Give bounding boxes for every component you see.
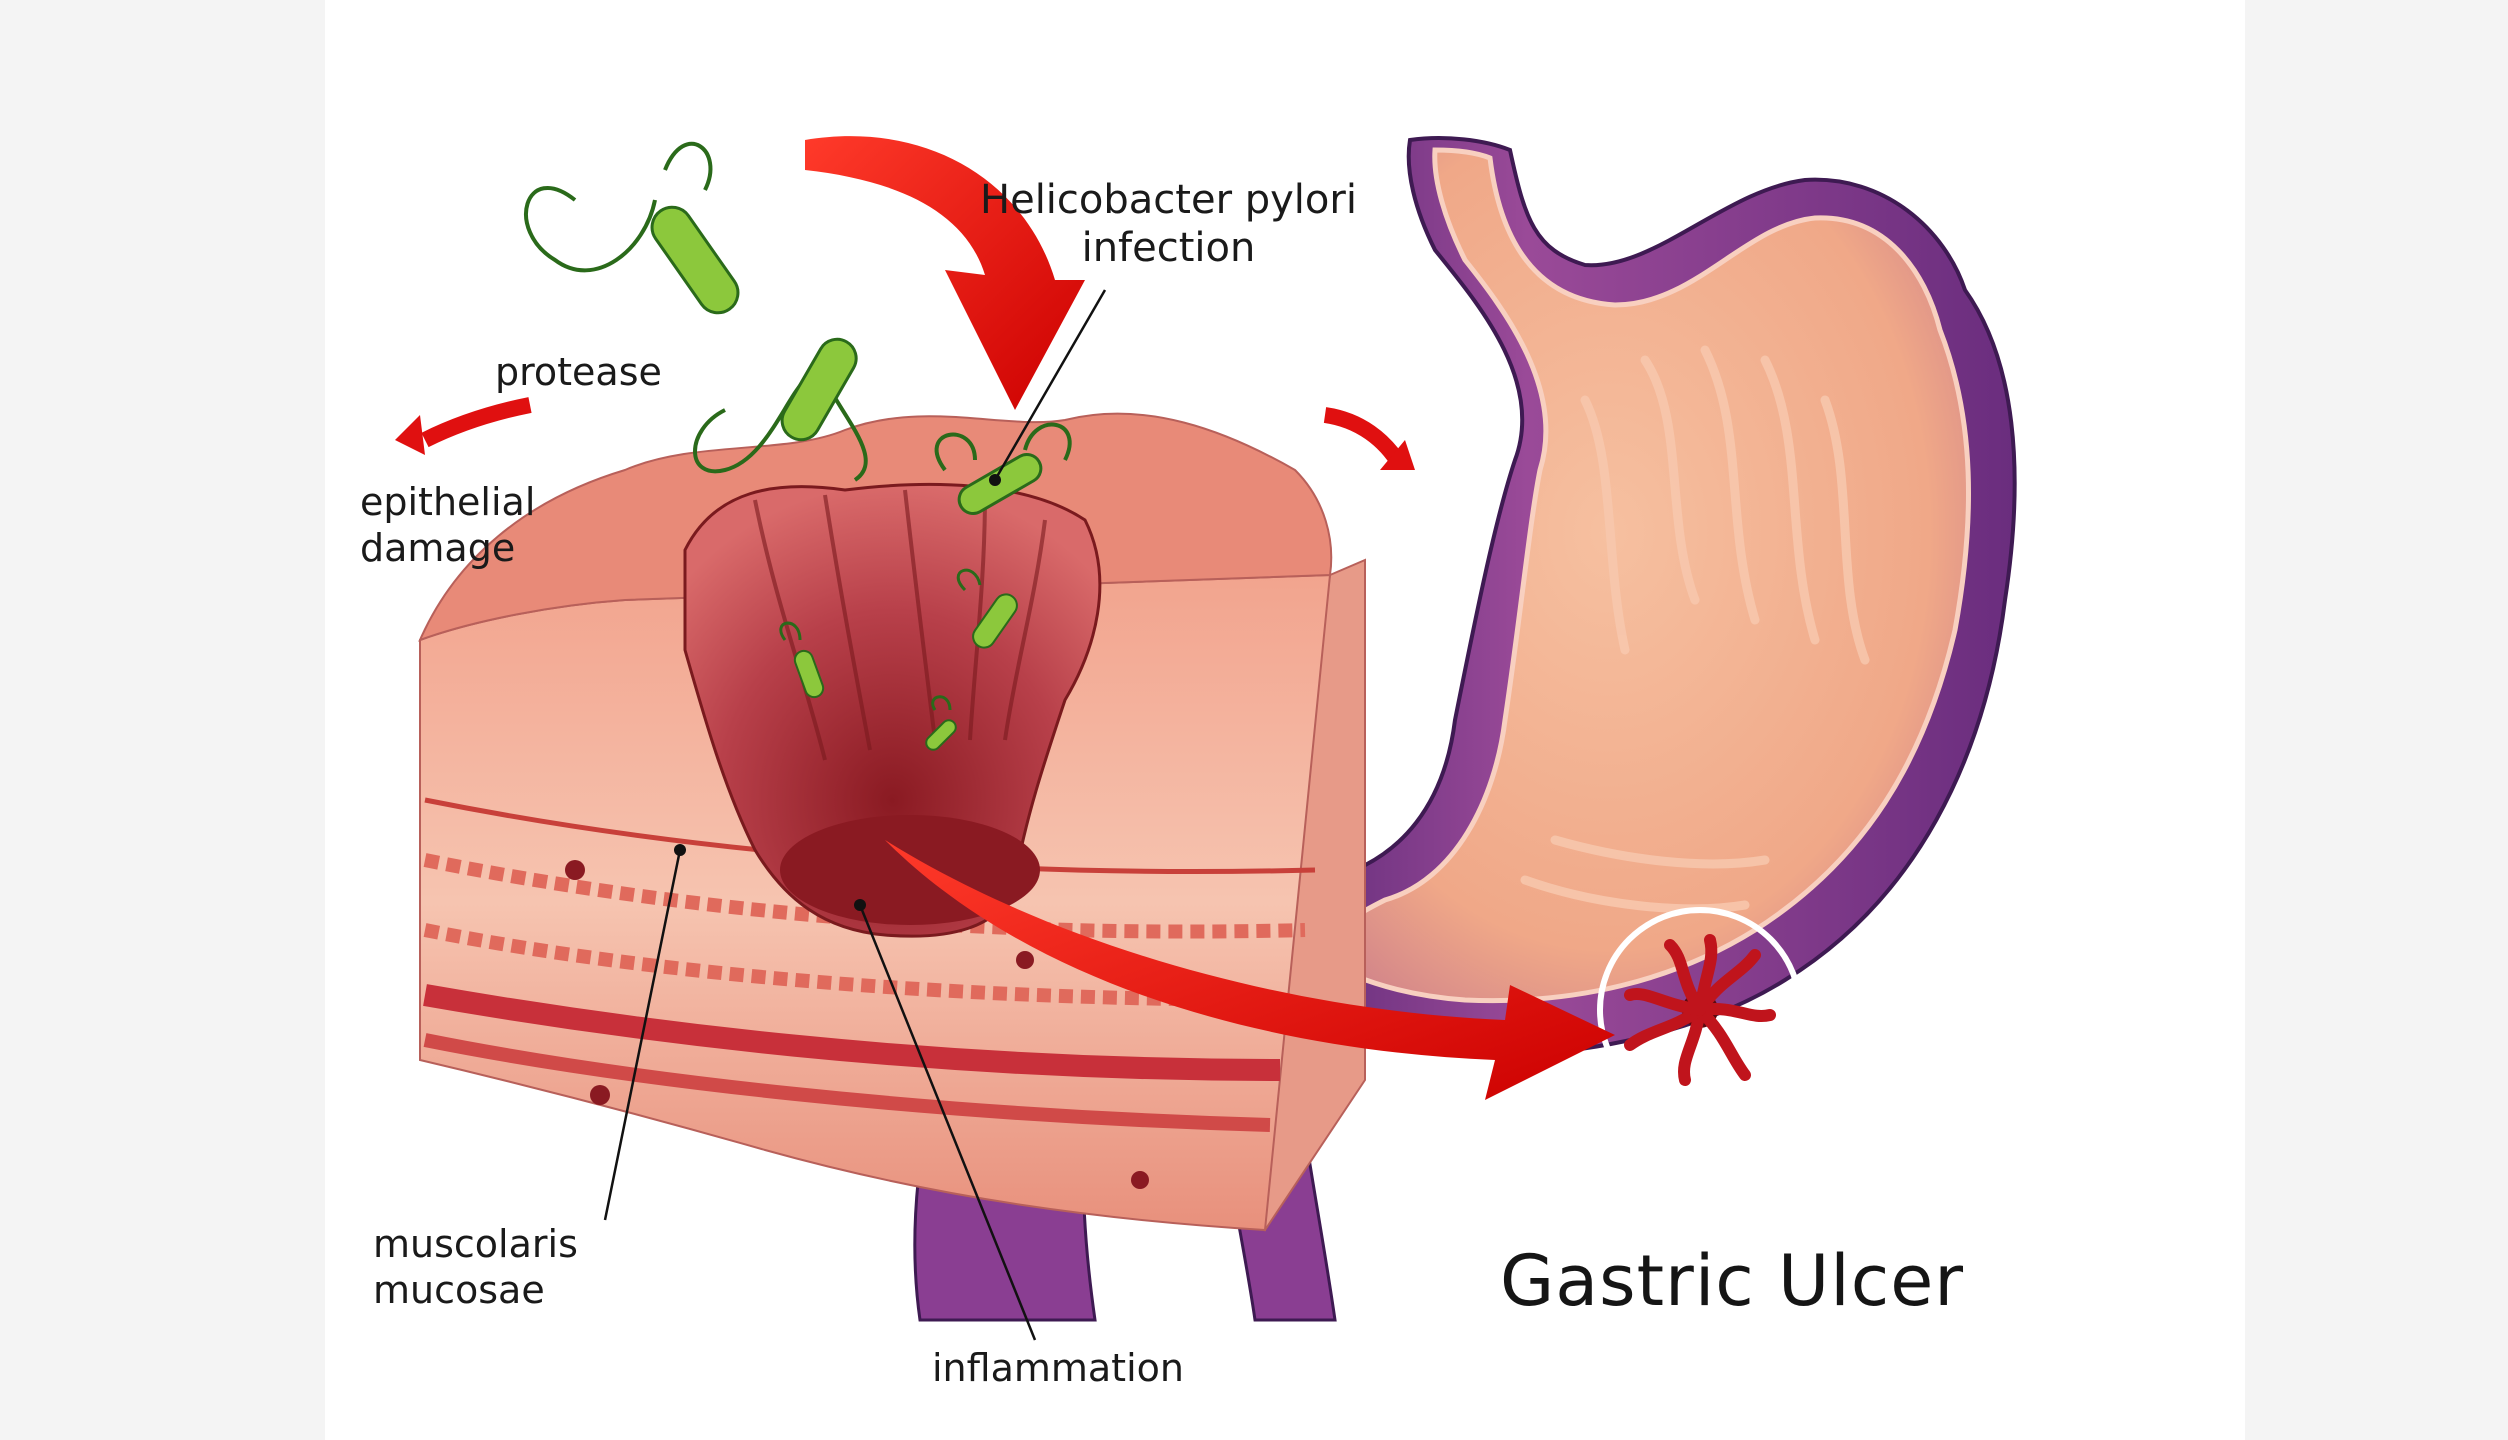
leader-helicobacter	[993, 289, 1107, 481]
gastric-ulcer-illustration	[395, 136, 2017, 1341]
stomach-rugae	[1520, 345, 1870, 914]
ulcer-highlight-circle	[1597, 907, 1803, 1113]
label-inflammation: inflammation	[932, 1346, 1184, 1390]
label-helicobacter-line2: infection	[1081, 225, 1256, 271]
label-muscolaris-line2: mucosae	[373, 1267, 545, 1312]
bacterium-2	[693, 337, 868, 482]
label-protease: protease	[495, 350, 662, 394]
ulcer-lesion-icon	[1624, 934, 1776, 1086]
infection-arrow	[805, 136, 1085, 410]
label-epithelial-line2: damage	[360, 525, 516, 570]
protease-left-arrow	[395, 415, 425, 455]
protease-left-arrow-shaft	[421, 397, 532, 448]
label-helicobacter-line1: Helicobacter pylori	[980, 177, 1357, 223]
label-epithelial-damage: epithelial damage	[360, 480, 535, 571]
label-muscolaris-mucosae: muscolaris mucosae	[373, 1222, 578, 1313]
page-title: Gastric Ulcer	[1500, 1240, 1965, 1322]
bacteria-cluster	[524, 141, 1072, 751]
protease-right-arrow	[1380, 440, 1415, 470]
label-muscolaris-line1: muscolaris	[373, 1222, 578, 1266]
label-helicobacter-pylori: Helicobacter pylori infection	[980, 176, 1357, 272]
protease-right-arrow-shaft	[1323, 407, 1407, 470]
label-epithelial-line1: epithelial	[360, 480, 536, 524]
bacterium-1	[524, 141, 740, 315]
bacterium-4	[956, 568, 1018, 649]
tissue-layers	[423, 797, 1316, 1189]
illustration-canvas: Helicobacter pylori infection protease e…	[325, 0, 2245, 1440]
bacterium-3	[934, 422, 1072, 515]
leader-inflammation	[858, 904, 1037, 1341]
ulcer-pointer-arrow	[885, 840, 1615, 1100]
bacterium-5	[779, 621, 825, 699]
leader-muscolaris	[603, 849, 682, 1221]
ulcer-crater	[683, 482, 1102, 938]
crater-ridges	[753, 489, 1047, 761]
stomach-illustration	[1210, 136, 2017, 1322]
leader-lines	[603, 289, 1107, 1341]
tissue-cross-section	[418, 412, 1366, 1232]
bacterium-6	[925, 695, 957, 751]
